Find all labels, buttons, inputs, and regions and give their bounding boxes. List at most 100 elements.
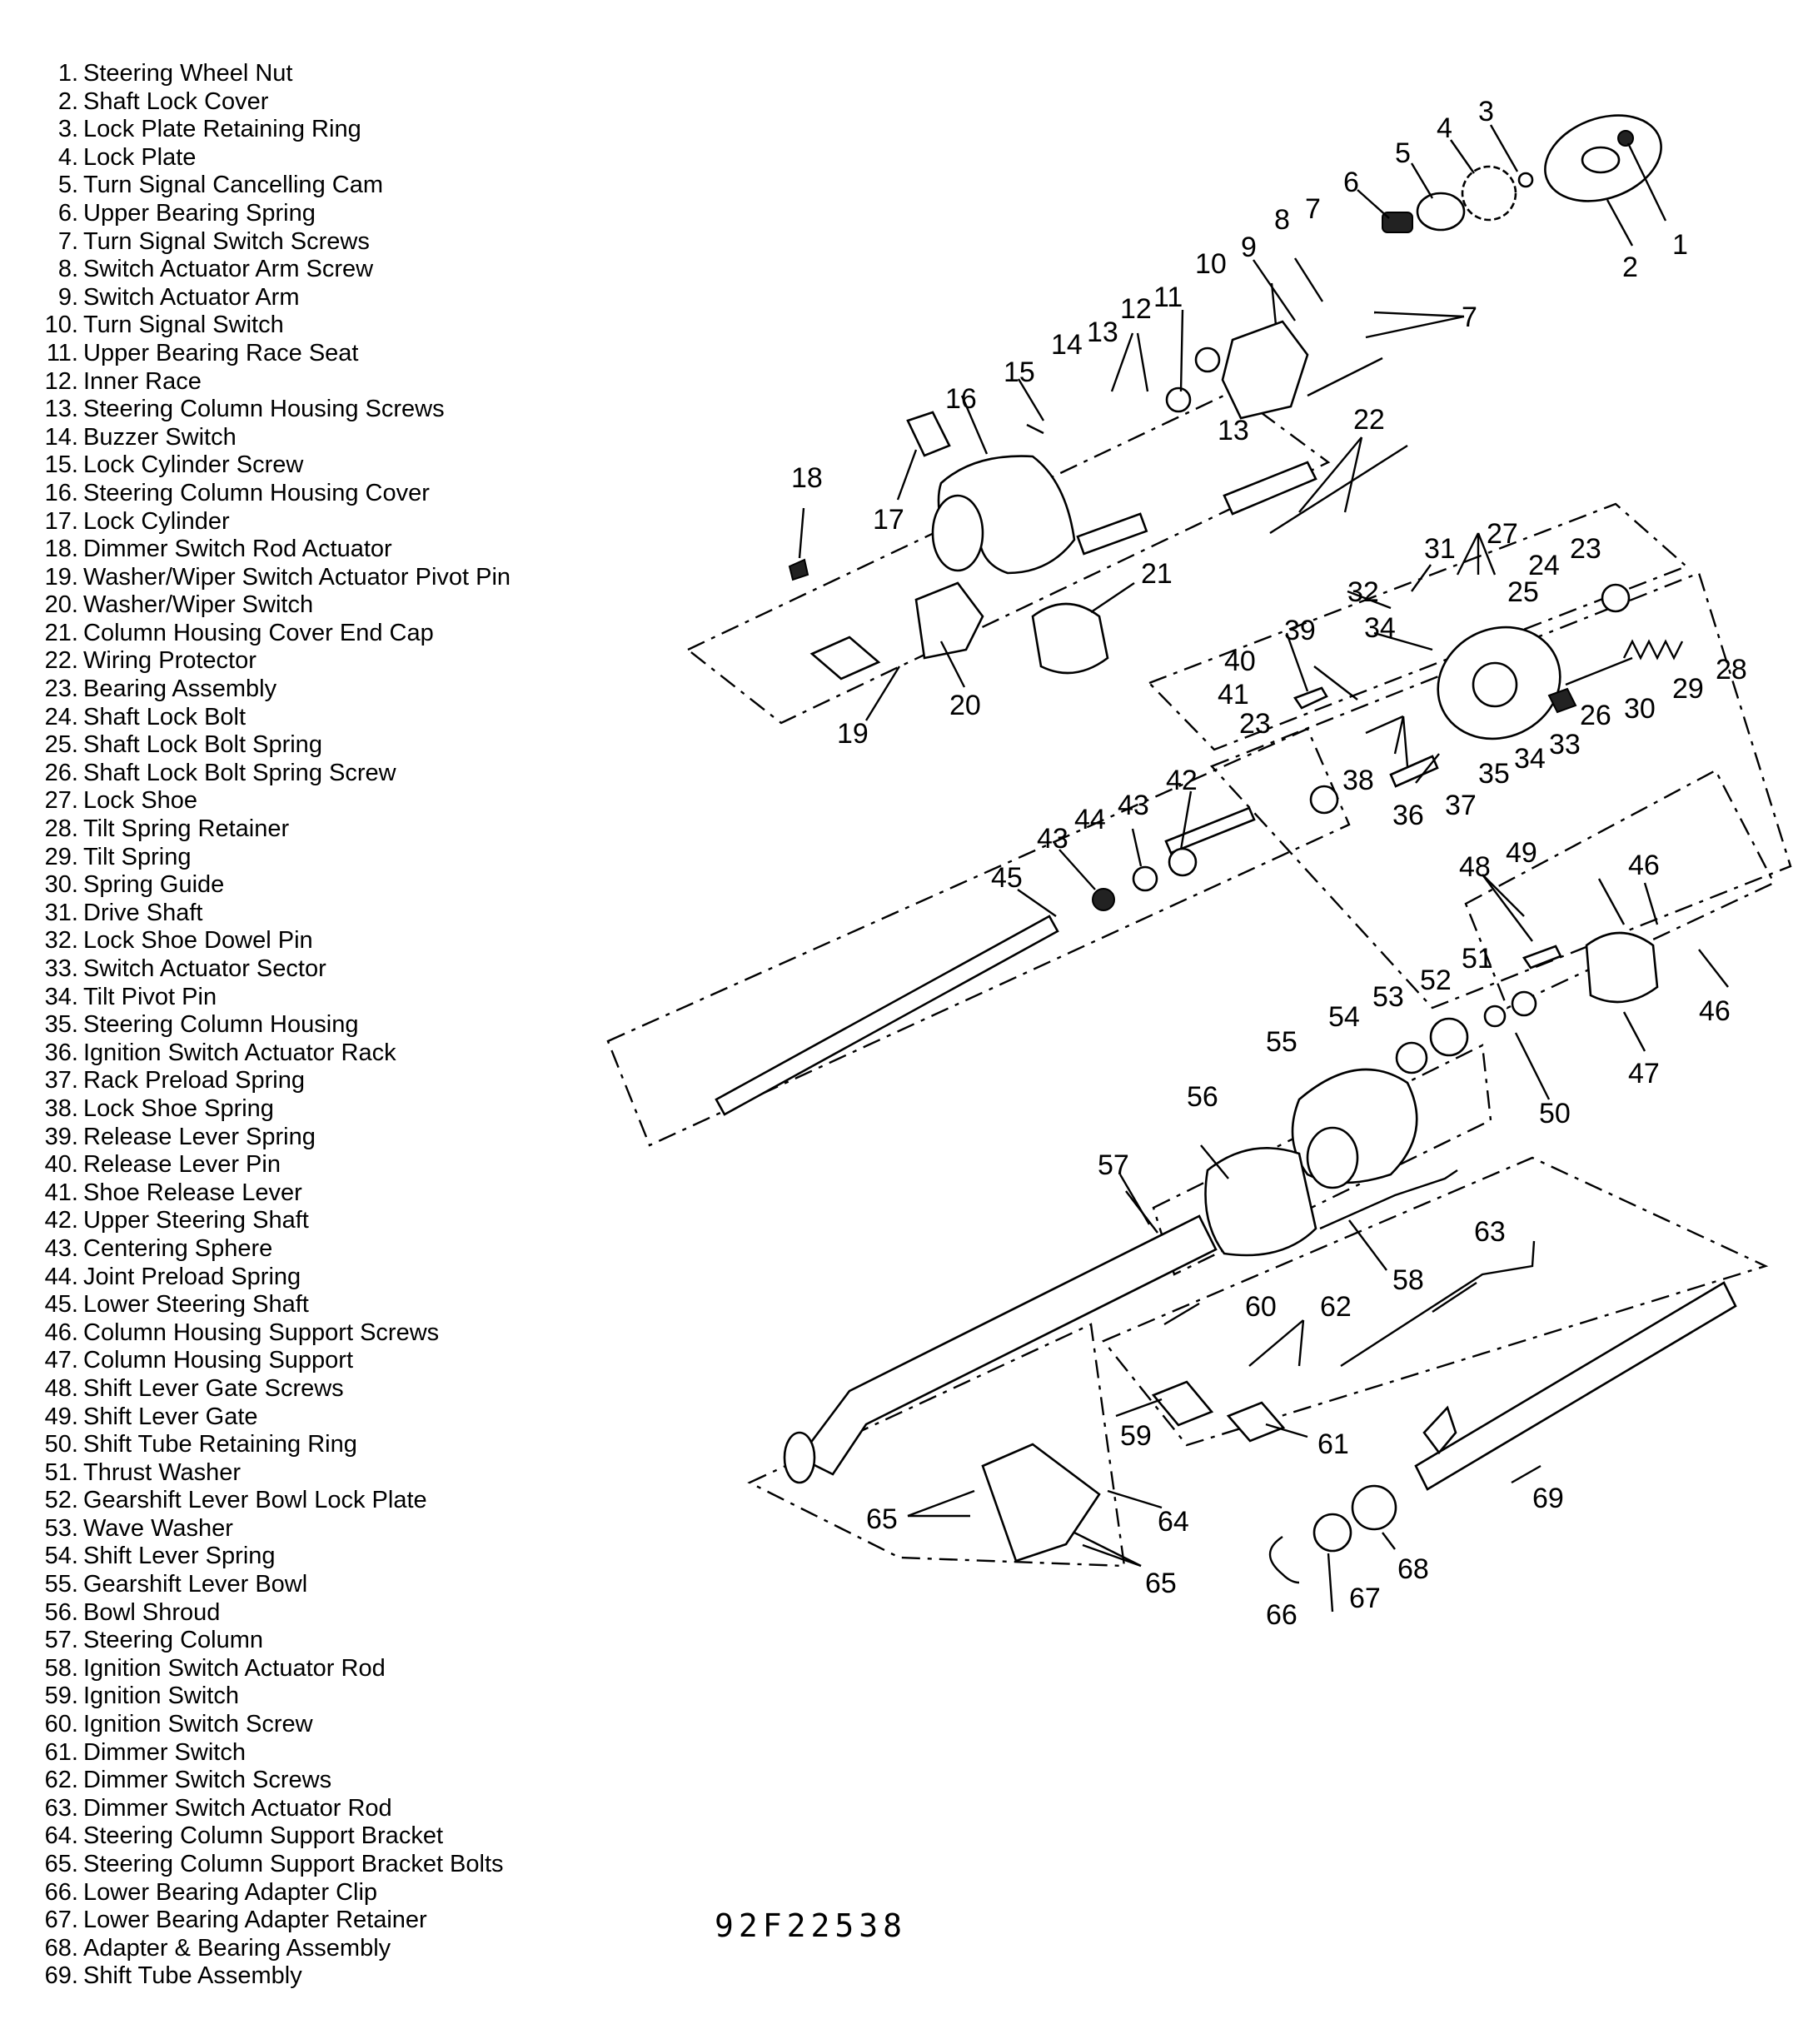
legend-item-number: 29. <box>44 843 78 870</box>
legend-item-label: Steering Column Housing Cover <box>83 479 430 506</box>
legend-item: 63.Dimmer Switch Actuator Rod <box>33 1795 650 1823</box>
part-tilt-spring <box>1622 639 1684 661</box>
legend-item-number: 69. <box>44 1962 78 1990</box>
part-shift-tube <box>1414 1281 1737 1491</box>
legend-item: 28.Tilt Spring Retainer <box>33 815 650 844</box>
legend-item-number: 5. <box>57 172 78 199</box>
legend-item-number: 44. <box>44 1263 78 1290</box>
legend-item-label: Steering Wheel Nut <box>83 60 293 87</box>
legend-item: 7.Turn Signal Switch Screws <box>33 228 650 257</box>
callout-47: 47 <box>1628 1058 1660 1089</box>
legend-item-number: 14. <box>44 423 78 451</box>
callout-25: 25 <box>1507 576 1539 608</box>
callout-50: 50 <box>1539 1098 1571 1129</box>
legend-item-number: 10. <box>44 312 78 339</box>
legend-item-label: Switch Actuator Arm <box>83 283 300 311</box>
legend-item-number: 12. <box>44 367 78 395</box>
callout-43: 43 <box>1118 790 1149 821</box>
legend-item: 45.Lower Steering Shaft <box>33 1291 650 1319</box>
part-release-lever <box>1293 686 1328 710</box>
legend-item-label: Gearshift Lever Bowl <box>83 1571 308 1598</box>
legend-item-number: 11. <box>46 339 78 366</box>
callout-14: 14 <box>1051 329 1083 361</box>
part-dimmer-rod <box>1340 1240 1536 1368</box>
callout-18: 18 <box>791 462 823 494</box>
callout-27: 27 <box>1487 518 1518 550</box>
legend-item-number: 55. <box>44 1571 78 1598</box>
callout-31: 31 <box>1424 533 1456 565</box>
legend-item: 34.Tilt Pivot Pin <box>33 984 650 1012</box>
callout-24: 24 <box>1528 550 1560 581</box>
legend-item: 41.Shoe Release Lever <box>33 1179 650 1208</box>
legend-item-number: 61. <box>44 1738 78 1766</box>
legend-item-number: 6. <box>57 199 78 227</box>
callout-65b: 65 <box>1145 1568 1177 1599</box>
legend-item-label: Lower Bearing Adapter Clip <box>83 1878 378 1906</box>
part-wiper-switch <box>914 581 984 660</box>
callout-43b: 43 <box>1037 823 1068 855</box>
legend-item: 46.Column Housing Support Screws <box>33 1319 650 1348</box>
legend-item: 25.Shaft Lock Bolt Spring <box>33 731 650 760</box>
legend-item-number: 43. <box>44 1234 78 1262</box>
callout-56: 56 <box>1187 1081 1218 1113</box>
part-centering-sphere <box>1132 865 1158 892</box>
callout-7: 7 <box>1462 302 1477 333</box>
part-wave-washer <box>1395 1041 1428 1074</box>
callout-44: 44 <box>1074 804 1106 835</box>
legend-item: 37.Rack Preload Spring <box>33 1067 650 1095</box>
legend-item-label: Shift Lever Gate Screws <box>83 1374 344 1402</box>
legend-item: 27.Lock Shoe <box>33 787 650 815</box>
legend-item: 21.Column Housing Cover End Cap <box>33 620 650 648</box>
legend-item: 5.Turn Signal Cancelling Cam <box>33 172 650 200</box>
legend-item-label: Bowl Shroud <box>83 1598 221 1626</box>
legend-item: 44.Joint Preload Spring <box>33 1264 650 1292</box>
legend-item-label: Gearshift Lever Bowl Lock Plate <box>83 1487 427 1514</box>
callout-28: 28 <box>1716 654 1747 685</box>
legend-item-number: 45. <box>44 1291 78 1319</box>
callout-67: 67 <box>1349 1583 1381 1614</box>
legend-item-number: 49. <box>44 1403 78 1430</box>
legend-item-label: Adapter & Bearing Assembly <box>83 1934 391 1962</box>
legend-item-number: 27. <box>44 787 78 815</box>
legend-item: 9.Switch Actuator Arm <box>33 284 650 312</box>
legend-item-label: Steering Column Support Bracket <box>83 1822 443 1850</box>
legend-item-label: Turn Signal Switch <box>83 312 284 339</box>
legend-item-label: Tilt Pivot Pin <box>83 983 217 1010</box>
legend-item: 64.Steering Column Support Bracket <box>33 1822 650 1851</box>
legend-item-number: 53. <box>44 1514 78 1542</box>
part-turn-signal-switch <box>1221 320 1309 420</box>
part-ignition-switch <box>1151 1380 1214 1427</box>
legend-item-number: 36. <box>44 1039 78 1066</box>
legend-item: 20.Washer/Wiper Switch <box>33 591 650 620</box>
callout-21: 21 <box>1141 558 1173 590</box>
legend-item: 11.Upper Bearing Race Seat <box>33 340 650 368</box>
legend-item: 23.Bearing Assembly <box>33 676 650 704</box>
callout-61: 61 <box>1317 1428 1349 1460</box>
legend-item-label: Lock Shoe <box>83 787 198 815</box>
legend-item-number: 4. <box>57 143 78 171</box>
parts <box>715 114 1737 1584</box>
legend-item-number: 9. <box>57 283 78 311</box>
legend-item-label: Release Lever Pin <box>83 1151 281 1179</box>
legend-item: 18.Dimmer Switch Rod Actuator <box>33 536 650 564</box>
legend-item: 32.Lock Shoe Dowel Pin <box>33 927 650 955</box>
legend-item-label: Dimmer Switch Screws <box>83 1767 332 1794</box>
callout-15: 15 <box>1004 356 1035 388</box>
part-actuator-sector <box>1547 687 1577 714</box>
callout-5: 5 <box>1395 137 1411 169</box>
figure-code: 92F22538 <box>715 1907 908 1944</box>
callout-36: 36 <box>1392 800 1424 831</box>
legend-item-number: 2. <box>57 87 78 115</box>
legend-item-label: Dimmer Switch Actuator Rod <box>83 1794 392 1822</box>
legend-item-label: Switch Actuator Arm Screw <box>83 256 374 283</box>
part-adapter-retainer <box>1312 1513 1352 1553</box>
callout-49: 49 <box>1506 837 1537 869</box>
legend-item-label: Washer/Wiper Switch Actuator Pivot Pin <box>83 563 511 591</box>
callout-10: 10 <box>1195 248 1227 280</box>
legend-item-label: Shoe Release Lever <box>83 1179 302 1206</box>
callout-4: 4 <box>1437 112 1452 144</box>
legend-item: 68.Adapter & Bearing Assembly <box>33 1935 650 1963</box>
legend-item-number: 7. <box>57 227 78 255</box>
legend-item-number: 67. <box>44 1907 78 1934</box>
